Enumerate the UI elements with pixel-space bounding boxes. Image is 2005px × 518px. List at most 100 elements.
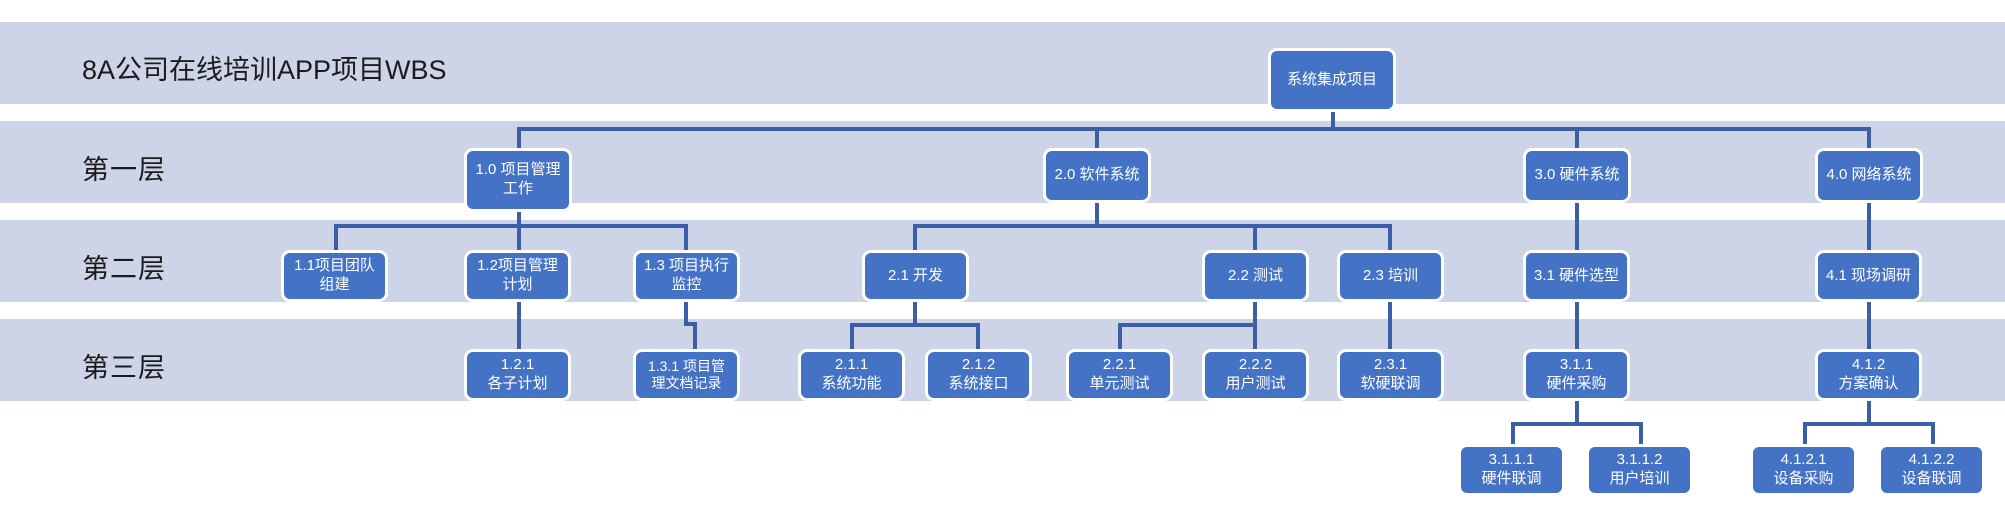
band-level-1	[0, 121, 2005, 203]
wbs-node-1-3-line2: 监控	[671, 276, 702, 293]
wbs-node-3-1[interactable]: 3.1 硬件选型	[1523, 250, 1630, 302]
wbs-node-4-1-2-line1: 4.1.2	[1851, 356, 1886, 374]
connector-2-0-down	[1095, 203, 1099, 226]
wbs-node-2-3-1[interactable]: 2.3.1 软硬联调	[1337, 349, 1444, 401]
band-title-row	[0, 22, 2005, 104]
wbs-node-4-1-2[interactable]: 4.1.2 方案确认	[1815, 349, 1922, 401]
connector-4-1-2-x-bus	[1803, 422, 1935, 426]
connector-to-4-1-2-2	[1931, 422, 1935, 444]
connector-1-3-step-b	[684, 322, 697, 326]
wbs-node-4-1-2-2-line2: 设备联调	[1901, 470, 1962, 487]
connector-2-2-x-bus	[1118, 323, 1257, 327]
connector-to-2-1-1	[850, 323, 854, 349]
connector-to-1-1	[334, 224, 338, 250]
connector-2-3-down	[1388, 302, 1392, 325]
wbs-node-1-3-line1: 1.3 项目执行	[643, 257, 730, 275]
wbs-node-2-1-1[interactable]: 2.1.1 系统功能	[798, 349, 905, 401]
wbs-node-1-2-line2: 计划	[502, 276, 533, 293]
connector-to-2-0	[1095, 127, 1099, 151]
connector-3-0-to-3-1	[1575, 203, 1579, 250]
wbs-node-2-1[interactable]: 2.1 开发	[862, 250, 969, 302]
wbs-node-1-1[interactable]: 1.1项目团队 组建	[281, 250, 388, 302]
wbs-node-2-2-2-line1: 2.2.2	[1238, 356, 1273, 374]
connector-2-2-down	[1253, 302, 1257, 325]
wbs-node-1-2-line1: 1.2项目管理	[477, 257, 558, 275]
wbs-node-3-1-1[interactable]: 3.1.1 硬件采购	[1523, 349, 1630, 401]
connector-to-3-1-1-1	[1511, 422, 1515, 444]
wbs-node-3-1-1-1-line1: 3.1.1.1	[1488, 451, 1535, 469]
wbs-node-4-1[interactable]: 4.1 现场调研	[1815, 250, 1922, 302]
wbs-node-2-2-1[interactable]: 2.2.1 单元测试	[1066, 349, 1173, 401]
connector-1-0-down	[517, 212, 521, 226]
wbs-node-2-0[interactable]: 2.0 软件系统	[1043, 148, 1151, 203]
wbs-node-2-3-1-line1: 2.3.1	[1373, 356, 1408, 374]
wbs-node-2-2-line1: 2.2 测试	[1227, 266, 1284, 284]
connector-3-1-1-x-bus	[1511, 422, 1643, 426]
connector-1-3-step-a	[684, 302, 688, 324]
wbs-node-3-0-line1: 3.0 硬件系统	[1534, 166, 1620, 184]
connector-to-4-1-2-1	[1803, 422, 1807, 444]
wbs-node-4-1-2-2-line1: 4.1.2.2	[1908, 451, 1955, 469]
connector-3-1-to-3-1-1	[1575, 302, 1579, 349]
wbs-node-1-1-line1: 1.1项目团队	[294, 257, 375, 275]
connector-4-1-to-4-1-2	[1867, 302, 1871, 349]
connector-to-2-2-1	[1118, 323, 1122, 349]
wbs-node-4-1-line1: 4.1 现场调研	[1825, 266, 1912, 284]
connector-to-2-1-2	[976, 323, 980, 349]
wbs-node-2-1-line1: 2.1 开发	[887, 266, 944, 284]
wbs-node-2-2-1-line1: 2.2.1	[1102, 356, 1137, 374]
wbs-node-root[interactable]: 系统集成项目	[1268, 48, 1396, 112]
connector-to-2-3-1	[1388, 323, 1392, 349]
connector-to-3-0	[1575, 127, 1579, 151]
wbs-node-2-3[interactable]: 2.3 培训	[1337, 250, 1444, 302]
wbs-node-1-2-1[interactable]: 1.2.1 各子计划	[464, 349, 571, 401]
connector-to-2-2	[1253, 224, 1257, 250]
connector-to-2-2-2	[1253, 323, 1257, 349]
connector-to-3-1-1-2	[1639, 422, 1643, 444]
wbs-node-2-2-2[interactable]: 2.2.2 用户测试	[1202, 349, 1309, 401]
wbs-node-1-0-line2: 工作	[502, 180, 533, 197]
wbs-node-4-1-2-2[interactable]: 4.1.2.2 设备联调	[1878, 444, 1985, 496]
wbs-node-4-1-2-1[interactable]: 4.1.2.1 设备采购	[1750, 444, 1857, 496]
wbs-node-2-1-2[interactable]: 2.1.2 系统接口	[925, 349, 1032, 401]
connector-1-2-to-1-2-1	[517, 302, 521, 349]
row-label-level-3: 第三层	[82, 353, 166, 383]
wbs-node-1-3[interactable]: 1.3 项目执行 监控	[633, 250, 740, 302]
wbs-node-3-1-1-2-line2: 用户培训	[1609, 470, 1670, 487]
wbs-node-4-0[interactable]: 4.0 网络系统	[1815, 148, 1923, 203]
wbs-node-1-3-1[interactable]: 1.3.1 项目管 理文档记录	[633, 349, 740, 401]
wbs-node-4-1-2-line2: 方案确认	[1838, 375, 1899, 392]
connector-4-1-2-down	[1867, 401, 1871, 425]
wbs-node-1-2-1-line1: 1.2.1	[500, 356, 535, 374]
page-title: 8A公司在线培训APP项目WBS	[82, 55, 447, 85]
wbs-node-4-0-line1: 4.0 网络系统	[1826, 166, 1912, 184]
wbs-node-1-0-line1: 1.0 项目管理	[475, 161, 561, 179]
wbs-node-2-1-1-line2: 系统功能	[821, 375, 882, 392]
connector-1-3-step-c	[693, 322, 697, 349]
wbs-node-1-2[interactable]: 1.2项目管理 计划	[464, 250, 571, 302]
wbs-node-2-0-line1: 2.0 软件系统	[1054, 166, 1140, 184]
row-label-level-1: 第一层	[82, 155, 166, 185]
wbs-node-1-2-1-line2: 各子计划	[487, 375, 548, 392]
wbs-node-2-2-2-line2: 用户测试	[1225, 375, 1286, 392]
connector-2-x-bus	[913, 224, 1392, 228]
wbs-node-3-1-1-1[interactable]: 3.1.1.1 硬件联调	[1458, 444, 1565, 496]
wbs-node-2-2[interactable]: 2.2 测试	[1202, 250, 1309, 302]
connector-to-2-1	[913, 224, 917, 250]
wbs-node-1-3-1-line2: 理文档记录	[651, 375, 722, 391]
connector-root-down	[1331, 112, 1335, 130]
wbs-node-1-3-1-line1: 1.3.1 项目管	[647, 357, 726, 374]
wbs-node-1-0[interactable]: 1.0 项目管理 工作	[464, 148, 572, 212]
wbs-node-3-1-1-1-line2: 硬件联调	[1481, 470, 1542, 487]
connector-to-1-2	[517, 224, 521, 250]
connector-to-4-0	[1867, 127, 1871, 151]
connector-level1-bus	[517, 127, 1871, 131]
wbs-node-2-3-line1: 2.3 培训	[1362, 266, 1419, 284]
wbs-node-2-3-1-line2: 软硬联调	[1360, 375, 1421, 392]
wbs-node-3-0[interactable]: 3.0 硬件系统	[1523, 148, 1631, 203]
wbs-node-1-1-line2: 组建	[319, 276, 350, 293]
wbs-node-3-1-1-2[interactable]: 3.1.1.2 用户培训	[1586, 444, 1693, 496]
connector-1-x-bus	[334, 224, 688, 228]
wbs-node-3-1-1-line2: 硬件采购	[1546, 375, 1607, 392]
